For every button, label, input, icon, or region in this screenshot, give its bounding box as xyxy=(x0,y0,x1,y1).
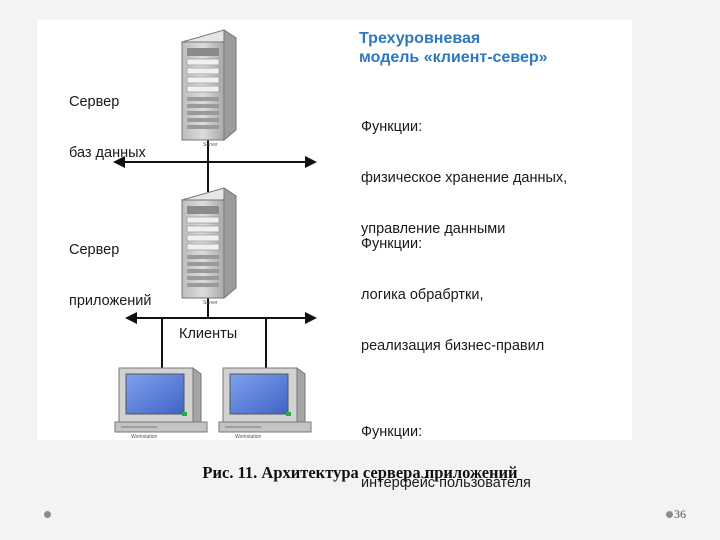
workstation-icon-1 xyxy=(114,367,208,433)
client-functions-line1: Функции: xyxy=(361,424,423,440)
db-server-label-line2: баз данных xyxy=(69,145,146,161)
db-server-label-line1: Сервер xyxy=(69,94,120,110)
workstation-icon-2 xyxy=(218,367,312,433)
left-bullet-dot xyxy=(44,511,51,518)
figure-caption: Рис. 11. Архитектура сервера приложений xyxy=(202,463,518,482)
app-functions-line2: логика обрабртки, xyxy=(361,287,484,303)
client-functions-line2: интерфейс пользователя xyxy=(361,475,531,491)
network-lines xyxy=(117,140,313,372)
workstation-tag-1: Workstation xyxy=(131,434,158,440)
clients-label: Клиенты xyxy=(179,326,238,342)
db-server-tag: Server xyxy=(203,142,218,148)
db-functions-line2: физическое хранение данных, xyxy=(361,170,568,186)
app-functions-line1: Функции: xyxy=(361,236,423,252)
workstation-tag-2: Workstation xyxy=(235,434,262,440)
db-functions-line1: Функции: xyxy=(361,119,423,135)
right-bullet-dot xyxy=(666,511,673,518)
client-functions-text: Функции: интерфейс пользователя xyxy=(361,390,531,526)
db-functions-line3: управление данными xyxy=(361,221,506,237)
db-functions-text: Функции: физическое хранение данных, упр… xyxy=(361,85,567,272)
db-server-icon xyxy=(180,29,238,142)
diagram-title: Трехуровневая модель «клиент-север» xyxy=(359,29,639,67)
app-server-label: Сервер приложений xyxy=(69,208,152,344)
app-server-label-line1: Сервер xyxy=(69,242,120,258)
diagram-title-line1: Трехуровневая xyxy=(359,30,481,47)
app-server-icon xyxy=(180,187,238,300)
diagram-graphics: Server Server Workstation Workstation xyxy=(113,29,317,440)
bus-arrowheads xyxy=(113,156,317,324)
diagram-title-line2: модель «клиент-север» xyxy=(359,49,548,66)
app-server-label-line2: приложений xyxy=(69,293,152,309)
page-number: 36 xyxy=(674,507,686,521)
app-functions-text: Функции: логика обрабртки, реализация би… xyxy=(361,202,544,389)
db-server-label: Сервер баз данных xyxy=(69,60,146,196)
architecture-diagram: Server Server Workstation Workstation Тр… xyxy=(37,20,632,491)
app-server-tag: Server xyxy=(203,300,218,306)
app-functions-line3: реализация бизнес-правил xyxy=(361,338,545,354)
